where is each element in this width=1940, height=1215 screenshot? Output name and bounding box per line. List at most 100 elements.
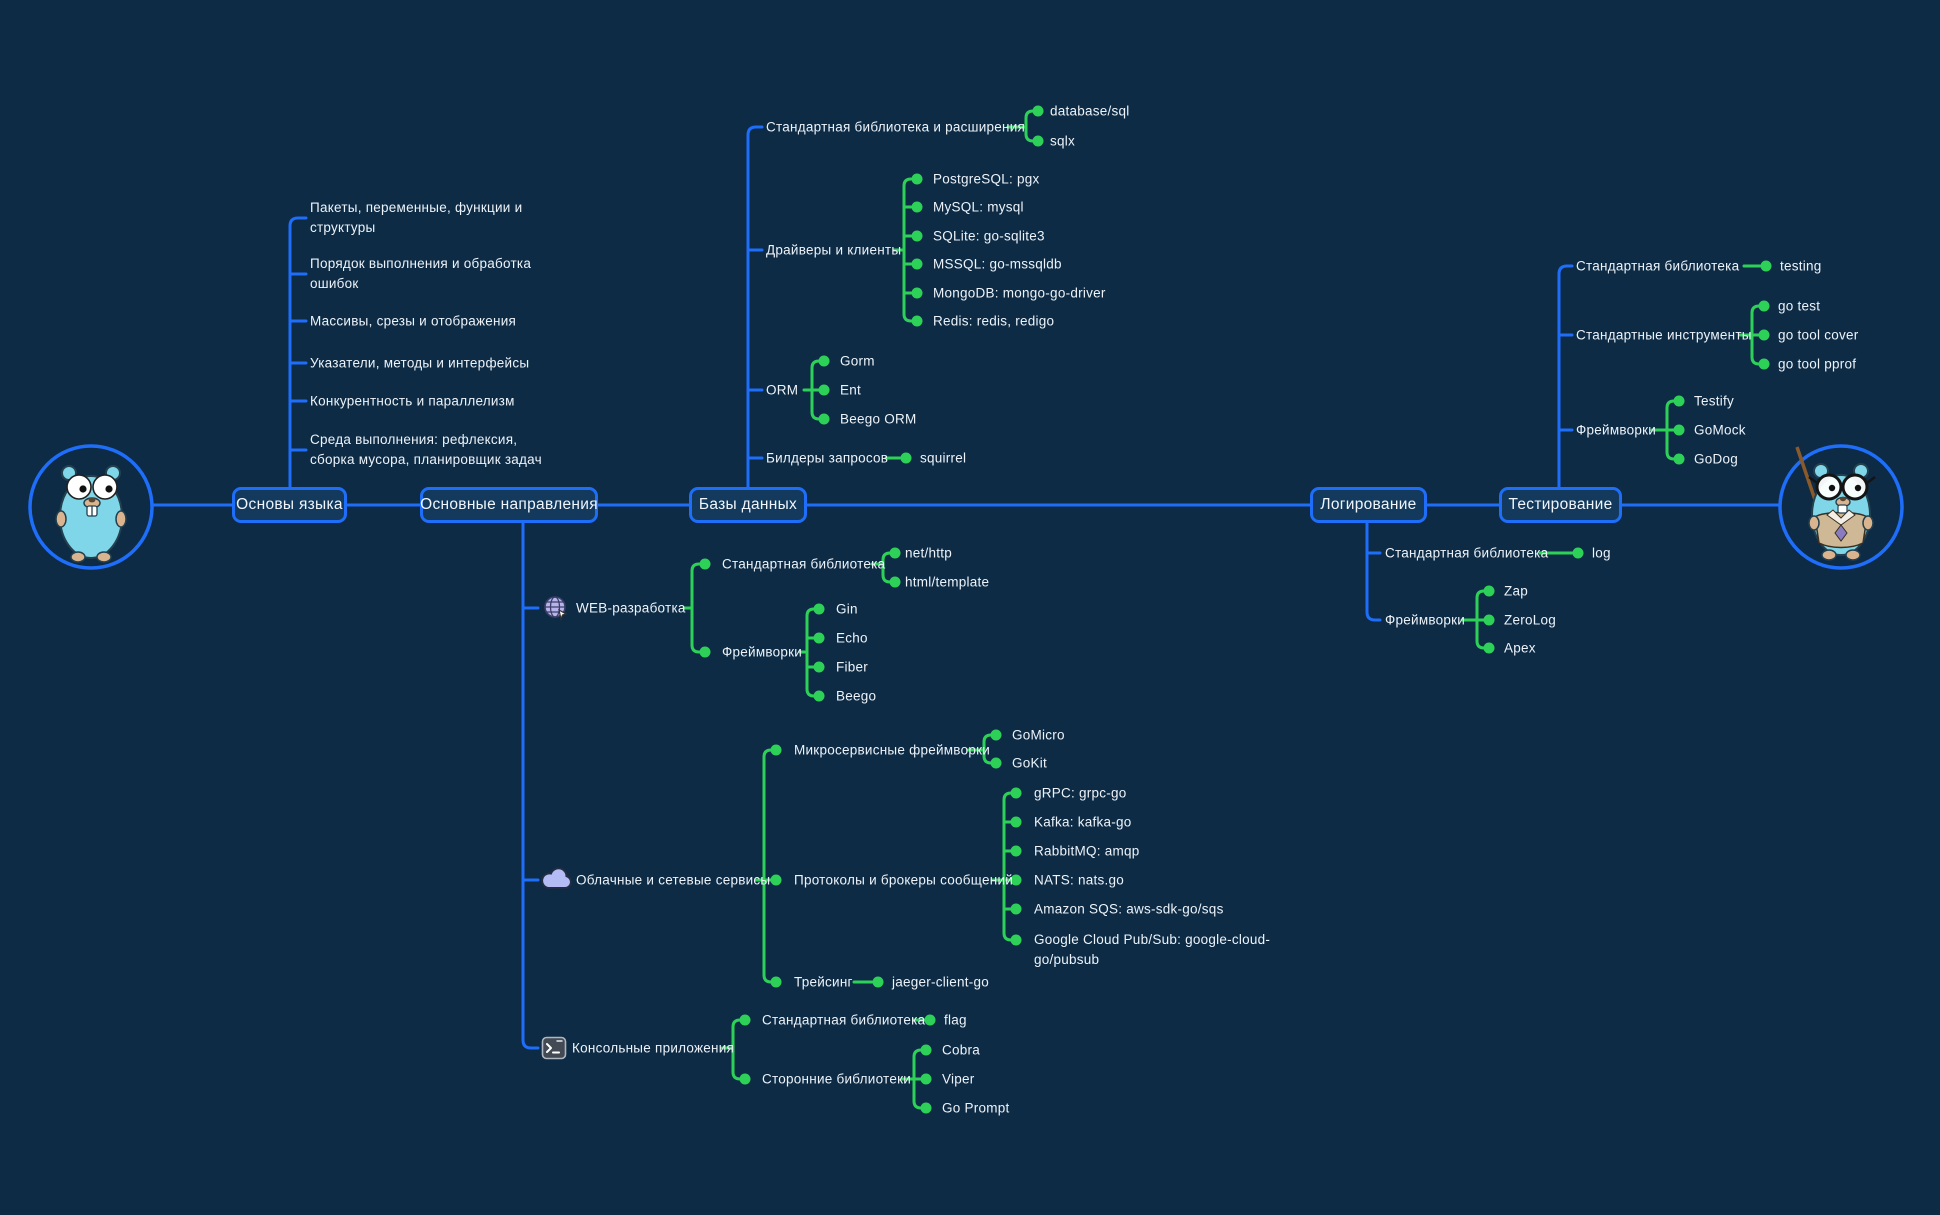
db-stdlib-fork	[1006, 109, 1035, 143]
basics-item[interactable]: Пакеты, переменные, функции и структуры	[310, 199, 523, 235]
item-console-thirdparty[interactable]: Cobra	[942, 1042, 981, 1058]
topic-testing-tools[interactable]: Стандартные инструменты	[1576, 327, 1752, 343]
go-gopher-mascot-left	[55, 465, 127, 563]
topic-cloud-micro[interactable]: Микросервисные фреймворки	[794, 742, 991, 758]
item-web-framework[interactable]: Gin	[836, 601, 858, 617]
item-testing-framework[interactable]: GoMock	[1694, 422, 1746, 438]
item-db-driver[interactable]: MySQL: mysql	[933, 199, 1024, 215]
topic-console-thirdparty[interactable]: Сторонние библиотеки	[762, 1071, 912, 1087]
db-drivers-fork	[892, 177, 913, 323]
item-db-driver[interactable]: PostgreSQL: pgx	[933, 171, 1040, 187]
item-cloud-protocol[interactable]: Kafka: kafka-go	[1034, 814, 1132, 830]
topic-console-stdlib[interactable]: Стандартная библиотека	[762, 1012, 926, 1028]
logging-frameworks-fork	[1460, 589, 1486, 650]
topic-db-builders[interactable]: Билдеры запросов	[766, 450, 889, 466]
item-testing-tool[interactable]: go tool cover	[1778, 327, 1859, 343]
node-logging[interactable]: Логирование	[1310, 487, 1427, 523]
item-db-driver[interactable]: Redis: redis, redigo	[933, 313, 1055, 329]
item-db-stdlib[interactable]: database/sql	[1050, 103, 1130, 119]
item-db-driver[interactable]: MSSQL: go-mssqldb	[933, 256, 1062, 272]
item-testing-tool[interactable]: go test	[1778, 298, 1821, 314]
item-cloud-micro[interactable]: GoKit	[1012, 755, 1048, 771]
item-cloud-protocol[interactable]: Google Cloud Pub/Sub: google-cloud-go/pu…	[1034, 931, 1271, 967]
basics-item[interactable]: Среда выполнения: рефлексия, сборка мусо…	[310, 431, 542, 467]
topic-logging-frameworks[interactable]: Фреймворки	[1385, 612, 1466, 628]
item-cloud-protocol[interactable]: NATS: nats.go	[1034, 872, 1125, 888]
topic-console[interactable]: Консольные приложения	[572, 1040, 735, 1056]
node-testing[interactable]: Тестирование	[1499, 487, 1622, 523]
topic-cloud-tracing[interactable]: Трейсинг	[794, 974, 853, 990]
item-testing-tool[interactable]: go tool pprof	[1778, 356, 1857, 372]
logging-trunk	[1365, 521, 1382, 622]
item-logging-framework[interactable]: Apex	[1504, 640, 1536, 656]
cloud-protocols-fork	[990, 791, 1013, 942]
item-logging-framework[interactable]: Zap	[1504, 583, 1529, 599]
node-basics[interactable]: Основы языка	[232, 487, 347, 523]
item-db-builder[interactable]: squirrel	[920, 450, 967, 466]
console-thirdparty-fork	[900, 1048, 923, 1110]
item-db-stdlib[interactable]: sqlx	[1050, 133, 1076, 149]
basics-item[interactable]: Указатели, методы и интерфейсы	[310, 355, 530, 371]
topic-web-frameworks[interactable]: Фреймворки	[722, 644, 803, 660]
item-db-orm[interactable]: Beego ORM	[840, 411, 917, 427]
basics-item[interactable]: Конкурентность и параллелизм	[310, 393, 515, 409]
item-testing-framework[interactable]: GoDog	[1694, 451, 1739, 467]
cloud-micro-fork	[966, 733, 993, 765]
topic-web-stdlib[interactable]: Стандартная библиотека	[722, 556, 886, 572]
item-cloud-protocol[interactable]: Amazon SQS: aws-sdk-go/sqs	[1034, 901, 1224, 917]
node-directions[interactable]: Основные направления	[420, 487, 598, 523]
item-db-orm[interactable]: Ent	[840, 382, 862, 398]
cloud-icon	[541, 867, 572, 889]
topic-testing-stdlib[interactable]: Стандартная библиотека	[1576, 258, 1740, 274]
console-fork	[720, 1018, 742, 1081]
testing-tools-fork	[1738, 304, 1761, 366]
item-logging-framework[interactable]: ZeroLog	[1504, 612, 1557, 628]
item-cloud-protocol[interactable]: gRPC: grpc-go	[1034, 785, 1127, 801]
topic-cloud-protocols[interactable]: Протоколы и брокеры сообщений	[794, 872, 1014, 888]
item-db-driver[interactable]: MongoDB: mongo-go-driver	[933, 285, 1106, 301]
web-stdlib-fork	[870, 551, 892, 584]
topic-testing-frameworks[interactable]: Фреймворки	[1576, 422, 1657, 438]
item-testing-stdlib[interactable]: testing	[1780, 258, 1822, 274]
item-web-framework[interactable]: Fiber	[836, 659, 869, 675]
green-connectors	[682, 109, 1762, 1110]
item-web-stdlib[interactable]: html/template	[905, 574, 990, 590]
topic-logging-stdlib[interactable]: Стандартная библиотека	[1385, 545, 1549, 561]
topic-web[interactable]: WEB-разработка	[576, 600, 686, 616]
green-node-dots	[699, 105, 1772, 1114]
gopher-ring-right	[1778, 444, 1904, 570]
item-cloud-micro[interactable]: GoMicro	[1012, 727, 1065, 743]
blue-connectors	[28, 125, 1904, 1050]
item-logging-stdlib[interactable]: log	[1592, 545, 1611, 561]
basics-trunk	[288, 216, 308, 489]
testing-frameworks-fork	[1650, 399, 1676, 461]
item-cloud-protocol[interactable]: RabbitMQ: amqp	[1034, 843, 1140, 859]
web-fork	[682, 562, 701, 654]
go-gopher-mascot-right	[1795, 446, 1876, 561]
topic-db-stdlib[interactable]: Стандартная библиотека и расширения	[766, 119, 1026, 135]
item-web-stdlib[interactable]: net/http	[905, 545, 953, 561]
item-console-thirdparty[interactable]: Viper	[942, 1071, 975, 1087]
item-db-orm[interactable]: Gorm	[840, 353, 875, 369]
databases-trunk	[746, 125, 764, 489]
directions-trunk	[521, 521, 540, 1050]
db-orm-fork	[802, 359, 821, 421]
item-web-framework[interactable]: Echo	[836, 630, 868, 646]
topic-db-orm[interactable]: ORM	[766, 382, 799, 398]
node-databases[interactable]: Базы данных	[689, 487, 807, 523]
basics-item[interactable]: Массивы, срезы и отображения	[310, 313, 517, 329]
topic-db-drivers[interactable]: Драйверы и клиенты	[766, 242, 902, 258]
item-console-stdlib[interactable]: flag	[944, 1012, 967, 1028]
item-testing-framework[interactable]: Testify	[1694, 393, 1735, 409]
topic-cloud[interactable]: Облачные и сетевые сервисы	[576, 872, 771, 888]
basics-item[interactable]: Порядок выполнения и обработка ошибок	[310, 255, 532, 291]
item-web-framework[interactable]: Beego	[836, 688, 877, 704]
web-frameworks-fork	[798, 607, 816, 698]
item-db-driver[interactable]: SQLite: go-sqlite3	[933, 228, 1045, 244]
item-console-thirdparty[interactable]: Go Prompt	[942, 1100, 1010, 1116]
terminal-icon	[541, 1036, 567, 1060]
testing-trunk	[1557, 264, 1574, 489]
item-cloud-tracing[interactable]: jaeger-client-go	[892, 974, 990, 990]
